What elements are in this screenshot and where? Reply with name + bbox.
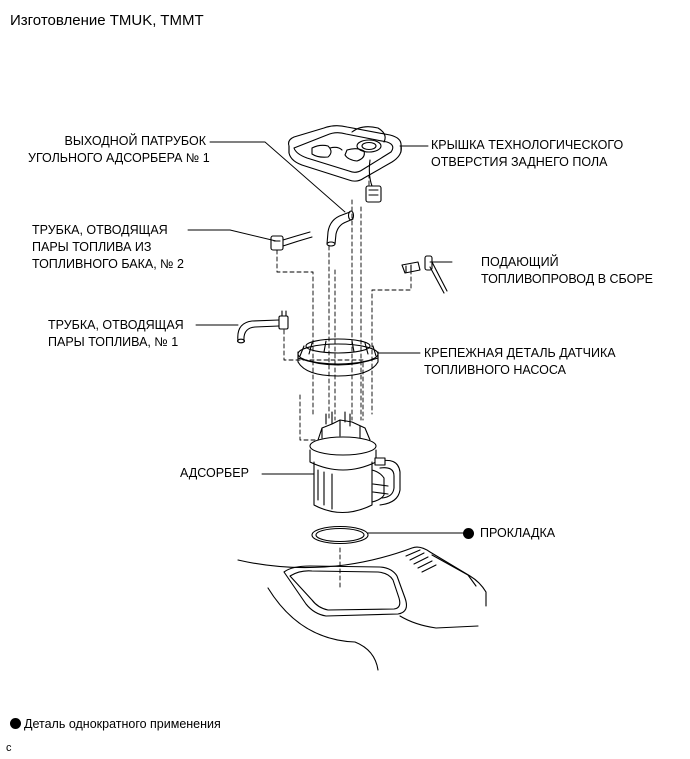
label-line: КРЕПЕЖНАЯ ДЕТАЛЬ ДАТЧИКА <box>424 346 616 360</box>
canister-outlet-pipe-drawing <box>326 210 355 247</box>
label-line: ПОДАЮЩИЙ <box>481 255 559 269</box>
label-line: ОТВЕРСТИЯ ЗАДНЕГО ПОЛА <box>431 155 608 169</box>
non-reusable-part-marker <box>463 528 474 539</box>
label-floor-service-hole-cover: КРЫШКА ТЕХНОЛОГИЧЕСКОГО ОТВЕРСТИЯ ЗАДНЕГ… <box>431 137 623 171</box>
label-line: ТОПЛИВОПРОВОД В СБОРЕ <box>481 272 653 286</box>
fuel-main-tube-drawing <box>401 255 448 294</box>
floor-service-hole-cover-drawing <box>288 125 402 203</box>
page-title: Изготовление TMUK, TMMT <box>10 12 204 29</box>
label-line: ТРУБКА, ОТВОДЯЩАЯ <box>32 223 168 237</box>
label-line: УГОЛЬНОГО АДСОРБЕРА № 1 <box>28 151 210 165</box>
label-line: ПАРЫ ТОПЛИВА ИЗ <box>32 240 152 254</box>
label-line: ТОПЛИВНОГО БАКА, № 2 <box>32 257 184 271</box>
gauge-retainer-drawing <box>297 338 379 377</box>
leader-lines <box>187 141 464 534</box>
label-line: ТРУБКА, ОТВОДЯЩАЯ <box>48 318 184 332</box>
label-fuel-main-tube: ПОДАЮЩИЙ ТОПЛИВОПРОВОД В СБОРЕ <box>481 254 653 288</box>
floor-panel-drawing <box>237 546 487 671</box>
label-vent-tube-1: ТРУБКА, ОТВОДЯЩАЯ ПАРЫ ТОПЛИВА, № 1 <box>48 317 184 351</box>
vent-tube-1-drawing <box>236 310 289 344</box>
canister-assembly-drawing <box>309 411 401 514</box>
vent-tube-2-drawing <box>270 231 313 251</box>
label-line: ТОПЛИВНОГО НАСОСА <box>424 363 566 377</box>
gasket-drawing <box>311 525 369 545</box>
label-vent-tube-2: ТРУБКА, ОТВОДЯЩАЯ ПАРЫ ТОПЛИВА ИЗ ТОПЛИВ… <box>32 222 184 273</box>
alignment-lines <box>276 159 412 589</box>
label-line: ВЫХОДНОЙ ПАТРУБОК <box>64 134 207 148</box>
figure-code: c <box>6 742 12 754</box>
legend-footnote: Деталь однократного применения <box>10 716 221 732</box>
label-gauge-retainer: КРЕПЕЖНАЯ ДЕТАЛЬ ДАТЧИКА ТОПЛИВНОГО НАСО… <box>424 345 616 379</box>
label-line: ПАРЫ ТОПЛИВА, № 1 <box>48 335 179 349</box>
label-line: АДСОРБЕР <box>180 466 249 480</box>
label-line: ПРОКЛАДКА <box>480 526 556 540</box>
label-canister: АДСОРБЕР <box>180 465 249 482</box>
label-line: КРЫШКА ТЕХНОЛОГИЧЕСКОГО <box>431 138 624 152</box>
non-reusable-part-marker <box>10 718 21 729</box>
legend-text: Деталь однократного применения <box>24 717 221 731</box>
label-gasket: ПРОКЛАДКА <box>480 525 555 542</box>
label-canister-outlet-pipe: ВЫХОДНОЙ ПАТРУБОК УГОЛЬНОГО АДСОРБЕРА № … <box>28 133 210 167</box>
